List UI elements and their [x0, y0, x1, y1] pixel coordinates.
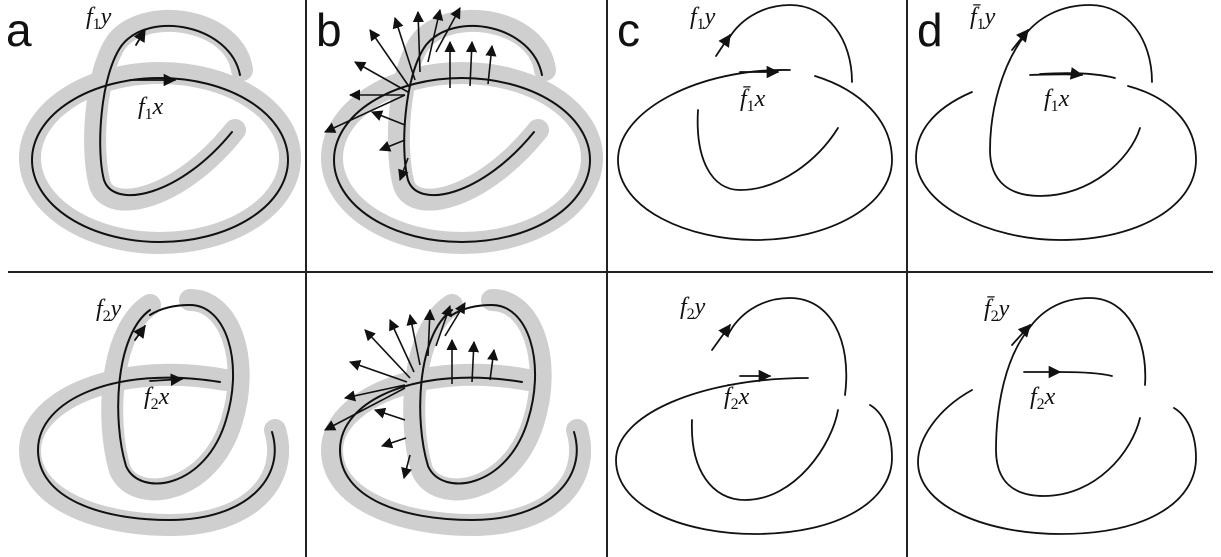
d-bottom-y-curve	[1027, 297, 1147, 386]
d-top-inner-curve	[989, 34, 1141, 197]
label-c-bottom-f2x: f̄2x	[724, 384, 750, 413]
d-top-y-curve	[1024, 4, 1153, 83]
panel-d-top-curves	[915, 4, 1197, 241]
seifert-core-ellipse-bottom	[36, 376, 276, 522]
label-a-top-f1y: f1y	[86, 4, 112, 33]
label-c-bottom-f2y: f2y	[680, 294, 706, 323]
label-c-top-f1y: f1y	[690, 4, 716, 33]
c-bottom-x-curve	[615, 377, 893, 535]
label-a-bottom-f2y: f2y	[96, 296, 122, 325]
panel-letter-c: c	[617, 4, 640, 56]
d-bottom-x-curve	[917, 389, 1197, 535]
seifert-core-ellipse	[31, 77, 289, 243]
panel-c-bottom-curves	[615, 297, 893, 535]
panel-a-bottom-surface	[18, 289, 290, 537]
c-bottom-y-curve	[727, 297, 848, 396]
label-d-top-f1y: f̄1y	[970, 4, 996, 33]
panel-letter-a: a	[6, 4, 32, 56]
label-a-bottom-f2x: f2x	[144, 384, 170, 413]
panel-c-top-curves	[617, 4, 893, 241]
normal-vectors-bottom	[324, 302, 499, 480]
panel-d-bottom-curves	[917, 297, 1197, 535]
panel-letter-b: b	[316, 4, 342, 56]
c-bottom-inner-curve	[691, 409, 839, 501]
normal-vectors-top	[323, 7, 497, 182]
seifert-core-loop-bottom	[117, 303, 234, 485]
panel-a-top-surface	[19, 9, 301, 254]
panel-b-top-surface	[321, 7, 603, 254]
label-a-top-f1x: f1x	[138, 94, 164, 123]
panel-letter-d: d	[917, 4, 943, 56]
d-bottom-inner-curve	[995, 329, 1141, 497]
c-top-inner-curve	[696, 109, 839, 191]
panel-b-bottom-surface	[320, 289, 592, 537]
label-d-bottom-f2y: f̄2y	[984, 296, 1010, 325]
label-d-bottom-f2x: f2x	[1030, 384, 1056, 413]
seifert-core-loop	[99, 24, 241, 197]
label-c-top-f1x: f̄1x	[740, 86, 766, 115]
d-top-x-curve	[915, 85, 1197, 241]
c-top-x-curve	[617, 69, 893, 241]
c-top-y-curve	[727, 4, 853, 83]
label-d-top-f1x: f1x	[1044, 86, 1070, 115]
